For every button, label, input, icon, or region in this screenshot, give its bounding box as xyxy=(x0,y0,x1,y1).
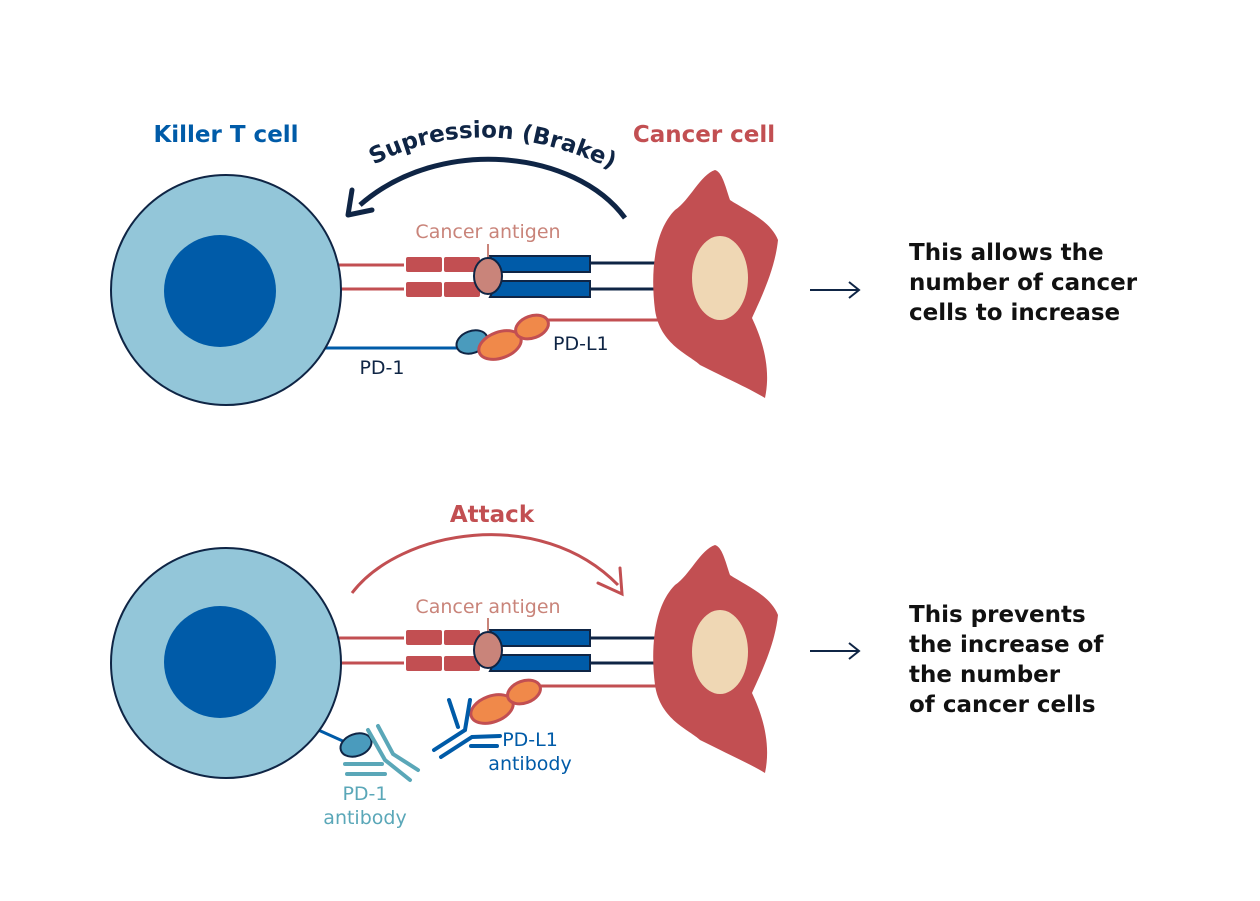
result-arrowhead xyxy=(848,642,861,660)
result-arrowhead xyxy=(848,281,861,299)
pd1-stem xyxy=(318,330,460,350)
pdl1-antibody-icon xyxy=(432,698,502,759)
pd1-label: PD-1 xyxy=(359,357,404,379)
pd1-antibody-icon xyxy=(343,724,420,782)
suppression-label: Supression (Brake) xyxy=(365,117,620,174)
mhc-block xyxy=(488,280,591,298)
pdl1-antibody-label-line1: PD-L1 xyxy=(502,729,558,751)
pdl1-label: PD-L1 xyxy=(553,333,609,355)
cancer-antigen xyxy=(473,631,503,669)
top-result-text: This allows the number of cancer cells t… xyxy=(909,238,1137,328)
attack-label: Attack xyxy=(450,502,535,528)
bottom-result-text: This prevents the increase of the number… xyxy=(909,600,1103,720)
result-line: number of cancer xyxy=(909,270,1138,296)
tcr-block xyxy=(404,628,444,647)
result-line: cells to increase xyxy=(909,300,1121,326)
suppression-arrowhead xyxy=(345,187,375,218)
tcr-block xyxy=(404,654,444,673)
pdl1-antibody-label-line2: antibody xyxy=(488,753,571,775)
t-cell-nucleus xyxy=(164,235,276,347)
mhc-block xyxy=(488,629,591,647)
pd1-antibody-label-line1: PD-1 xyxy=(342,783,387,805)
result-line: the increase of xyxy=(909,632,1104,658)
mhc-block xyxy=(488,255,591,273)
t-cell-nucleus xyxy=(164,606,276,718)
top-panel: Killer T cell Cancer cell Supression (Br… xyxy=(110,117,861,406)
cancer-nucleus xyxy=(692,610,748,694)
result-line: This allows the xyxy=(909,240,1104,266)
tcr-block xyxy=(404,255,444,274)
result-line: This prevents xyxy=(909,602,1086,628)
cancer-antigen-label: Cancer antigen xyxy=(415,221,560,243)
pd1-receptor xyxy=(339,732,373,758)
pd1-antibody-label-line2: antibody xyxy=(323,807,406,829)
attack-arrow xyxy=(350,533,620,594)
suppression-arrow xyxy=(358,156,628,220)
pdl1-ligand xyxy=(514,313,550,341)
attack-arrowhead xyxy=(596,566,624,597)
result-line: the number xyxy=(909,662,1061,688)
cancer-cell-title: Cancer cell xyxy=(633,122,775,148)
cancer-nucleus xyxy=(692,236,748,320)
killer-t-cell-title: Killer T cell xyxy=(153,122,298,148)
bottom-panel: Attack Cancer antigen xyxy=(110,502,861,829)
cancer-antigen-label: Cancer antigen xyxy=(415,596,560,618)
pdl1-ligand xyxy=(506,678,542,706)
cancer-antigen xyxy=(473,257,503,295)
tcr-block xyxy=(404,280,444,299)
mhc-block xyxy=(488,654,591,672)
result-line: of cancer cells xyxy=(909,692,1096,718)
